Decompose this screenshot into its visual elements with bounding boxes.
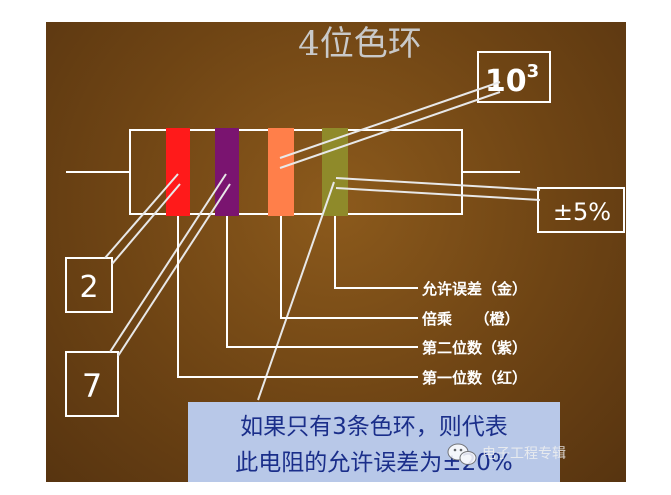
leader-first-digit: [177, 216, 418, 378]
first-digit-box: [65, 257, 113, 313]
multiplier-value: 103: [485, 61, 539, 99]
leader-multiplier: [280, 216, 418, 319]
band-red: [166, 128, 190, 216]
multiplier-exponent: 3: [527, 61, 540, 82]
label-first-digit: 第一位数（红）: [422, 369, 527, 387]
pointer-caption: [257, 181, 335, 401]
second-digit-box: [65, 351, 119, 417]
band-orange: [268, 128, 294, 216]
caption-line-1: 如果只有3条色环，则代表: [240, 414, 508, 440]
second-digit-value: 7: [82, 367, 102, 405]
watermark: 电子工程专辑: [447, 443, 566, 465]
first-digit-value: 2: [79, 270, 98, 305]
leader-tolerance: [334, 216, 418, 289]
leader-second-digit: [226, 216, 418, 348]
pointer-multiplier-b: [279, 91, 501, 169]
pointer-multiplier-a: [279, 81, 501, 159]
watermark-text: 电子工程专辑: [482, 446, 566, 462]
resistor-body: [129, 129, 463, 215]
label-second-digit: 第二位数（紫）: [422, 339, 527, 357]
pointer-first-digit-a: [104, 173, 179, 259]
tolerance-box: [537, 187, 625, 233]
label-tolerance: 允许误差（金）: [421, 280, 527, 298]
multiplier-box: [477, 51, 551, 103]
pointer-second-digit-b: [117, 183, 231, 357]
wechat-icon: [447, 443, 477, 465]
pointer-tolerance-a: [335, 177, 541, 191]
caption-box: [188, 402, 560, 482]
pointer-second-digit-a: [109, 173, 227, 353]
tolerance-value: ±5%: [553, 198, 611, 226]
slide-title: 4位色环: [298, 24, 422, 64]
multiplier-base: 10: [485, 64, 527, 99]
pointer-first-digit-b: [111, 183, 181, 265]
pointer-tolerance-b: [335, 187, 541, 201]
label-multiplier: 倍乘 （橙）: [422, 310, 520, 328]
